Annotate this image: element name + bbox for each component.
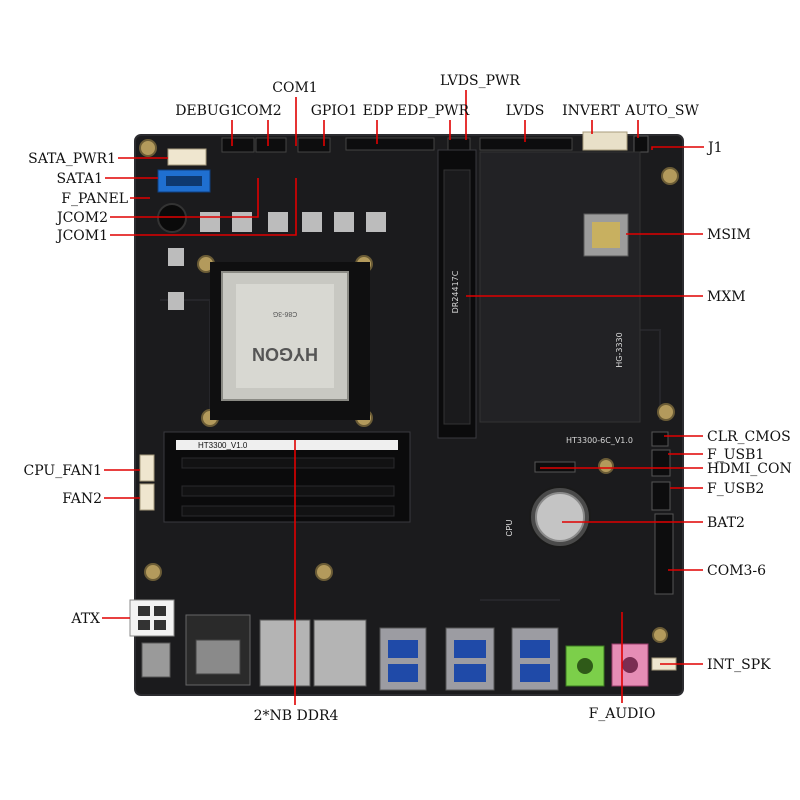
label-com2: COM2: [236, 103, 281, 119]
mount-hole: [652, 627, 668, 643]
mount-hole: [315, 563, 333, 581]
label-edp-pwr: EDP_PWR: [397, 103, 470, 119]
hg-code-text: HG-3330: [615, 332, 624, 367]
label-sata1: SATA1: [56, 171, 103, 187]
label-f-panel: F_PANEL: [61, 191, 128, 207]
rear-io-ports: [141, 614, 677, 691]
leader-lines: [102, 90, 704, 705]
label-f-usb1: F_USB1: [707, 447, 764, 463]
label-f-audio: F_AUDIO: [589, 706, 656, 722]
label-com1: COM1: [272, 80, 317, 96]
label-ddr4: 2*NB DDR4: [254, 708, 339, 724]
label-bat2: BAT2: [707, 515, 745, 531]
mount-hole: [598, 458, 614, 474]
label-msim: MSIM: [707, 227, 751, 243]
dimm-slots: HT3300_V1.0: [163, 431, 411, 523]
label-com3-6: COM3-6: [707, 563, 766, 579]
label-edp: EDP: [363, 103, 394, 119]
label-jcom2: JCOM2: [55, 210, 108, 226]
label-f-usb2: F_USB2: [707, 481, 764, 497]
mount-hole: [139, 139, 157, 157]
cpu-model-text: C86-3G: [273, 310, 298, 317]
buzzer: [157, 203, 187, 233]
label-fan2: FAN2: [62, 491, 102, 507]
top-pin-headers: [221, 131, 649, 153]
label-clr-cmos: CLR_CMOS: [707, 429, 791, 445]
cpu-brand-text: HYGON: [252, 344, 318, 364]
callout-labels: COM1 LVDS_PWR DEBUG1 COM2 GPIO1 EDP EDP_…: [24, 73, 792, 724]
leader-j1: [651, 146, 704, 150]
label-cpu-fan1: CPU_FAN1: [24, 463, 102, 479]
label-mxm: MXM: [707, 289, 746, 305]
label-int-spk: INT_SPK: [707, 657, 771, 673]
cmos-battery: CPU: [505, 486, 591, 548]
mount-hole: [661, 167, 679, 185]
dimm-label-text: HT3300_V1.0: [198, 441, 248, 450]
mount-hole: [657, 403, 675, 421]
label-sata-pwr1: SATA_PWR1: [28, 151, 116, 167]
label-invert: INVERT: [562, 103, 620, 119]
label-hdmi-con: HDMI_CON: [707, 461, 792, 477]
label-auto-sw: AUTO_SW: [624, 103, 699, 119]
label-debug1: DEBUG1: [175, 103, 239, 119]
mount-hole: [144, 563, 162, 581]
label-lvds: LVDS: [506, 103, 545, 119]
cpu-silk-text: CPU: [505, 519, 514, 536]
leader-jcom1: [110, 178, 297, 236]
cpu: HYGON C86-3G: [210, 262, 370, 420]
atx-power-connector: [129, 599, 175, 637]
cpu-fan-connector: [139, 454, 155, 482]
label-lvds-pwr: LVDS_PWR: [440, 73, 520, 89]
sata-power-connector: [167, 148, 207, 166]
mxm-slot: DR24417C: [437, 149, 477, 439]
label-gpio1: GPIO1: [311, 103, 358, 119]
leader-jcom2: [110, 178, 259, 218]
right-edge-headers: [534, 431, 674, 595]
board-model-text: HT3300-6C_V1.0: [566, 436, 633, 445]
label-atx: ATX: [70, 611, 100, 627]
label-jcom1: JCOM1: [55, 228, 108, 244]
label-j1: J1: [706, 140, 723, 156]
fan2-connector: [139, 483, 155, 511]
mxm-card: HG-3330: [479, 151, 641, 423]
mxm-code-text: DR24417C: [451, 270, 460, 313]
